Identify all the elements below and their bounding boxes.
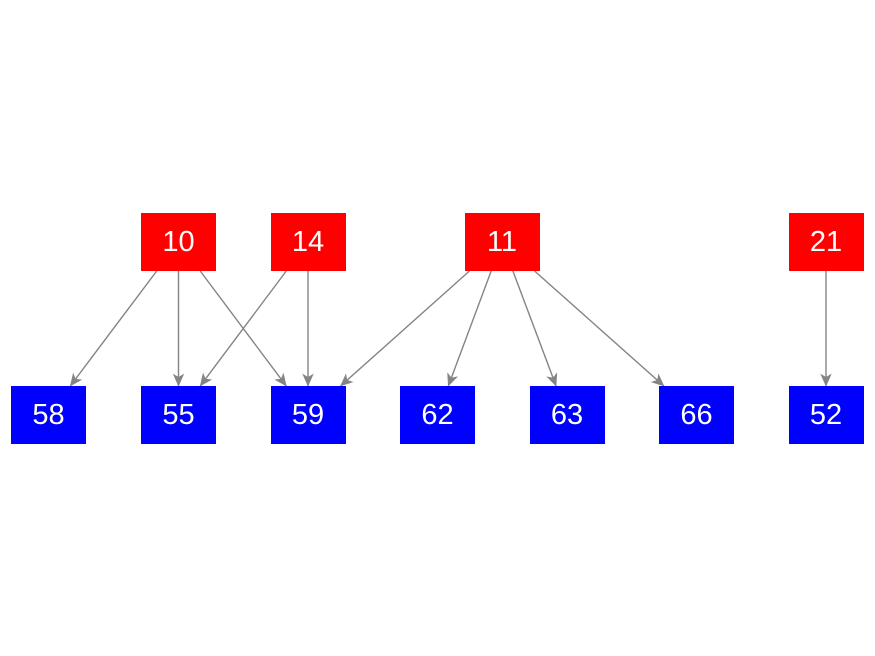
node-21[interactable]: 21 — [788, 213, 864, 271]
node-55[interactable]: 55 — [141, 386, 216, 444]
node-63[interactable]: 63 — [529, 386, 605, 444]
node-label: 14 — [291, 225, 325, 258]
edge-10-58 — [69, 270, 158, 387]
node-label: 66 — [680, 398, 713, 431]
node-11[interactable]: 11 — [464, 213, 540, 271]
edge-11-66 — [534, 270, 665, 387]
node-label: 10 — [162, 225, 195, 258]
node-label: 52 — [809, 398, 843, 431]
node-52[interactable]: 52 — [788, 386, 864, 444]
node-label: 58 — [32, 398, 65, 431]
edge-11-62 — [447, 270, 492, 387]
node-62[interactable]: 62 — [400, 386, 475, 444]
node-14[interactable]: 14 — [270, 213, 346, 271]
node-label: 63 — [550, 398, 584, 431]
node-58[interactable]: 58 — [11, 386, 86, 444]
node-10[interactable]: 10 — [141, 213, 216, 271]
node-label: 62 — [421, 398, 454, 431]
node-66[interactable]: 66 — [659, 386, 734, 444]
edge-11-63 — [512, 270, 558, 387]
node-label: 59 — [291, 398, 325, 431]
edge-14-55 — [199, 270, 287, 387]
node-label: 55 — [162, 398, 195, 431]
node-label: 21 — [809, 225, 843, 258]
edge-11-59 — [340, 270, 470, 387]
node-label: 11 — [486, 225, 518, 258]
node-59[interactable]: 59 — [270, 386, 346, 444]
